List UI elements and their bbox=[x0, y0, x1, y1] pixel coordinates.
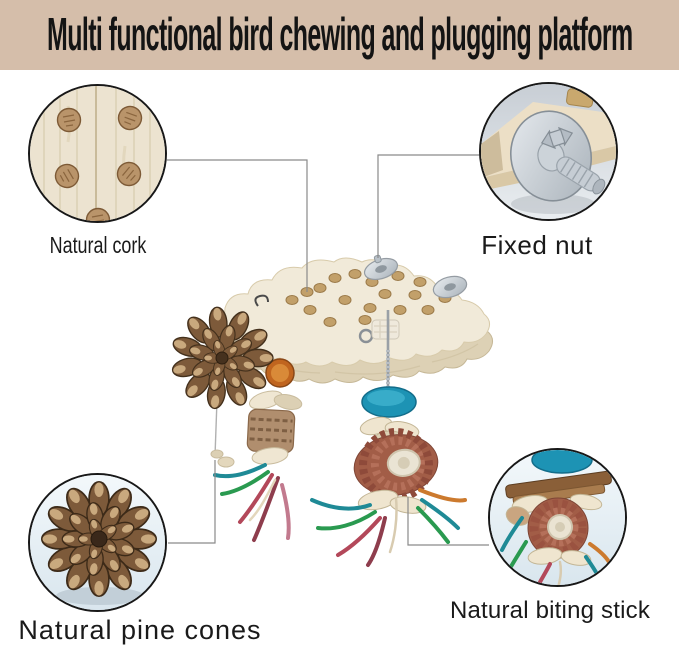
blue-wood-disc bbox=[361, 386, 417, 418]
bolt bbox=[556, 156, 606, 195]
paper-wrap bbox=[210, 447, 289, 468]
blue-disc bbox=[531, 450, 593, 474]
paper-wrap bbox=[357, 489, 427, 514]
cork-closeup-image bbox=[30, 86, 165, 221]
pine-cone bbox=[170, 305, 274, 411]
label-natural-biting-stick: Natural biting stick bbox=[449, 597, 651, 624]
wing-nut bbox=[540, 126, 574, 150]
hanging-strand-right bbox=[310, 310, 467, 567]
suction-cup-mounts bbox=[363, 254, 468, 299]
corn-cob bbox=[353, 428, 439, 502]
label-natural-pine-cones: Natural pine cones bbox=[18, 615, 262, 645]
label-natural-cork: Natural cork bbox=[49, 232, 147, 258]
colored-paper-shreds bbox=[213, 463, 291, 542]
nut-closeup-image bbox=[481, 84, 616, 219]
page-title: Multi functional bird chewing and pluggi… bbox=[46, 8, 633, 61]
callout-circle-pine-cone bbox=[28, 473, 167, 612]
product-photo bbox=[170, 254, 493, 567]
hanging-strand-left bbox=[170, 305, 303, 542]
callout-circle-fixed-nut bbox=[479, 82, 618, 221]
orange-wood-slice bbox=[265, 358, 295, 388]
metal-hook-icon bbox=[254, 294, 269, 307]
paper-wrap bbox=[249, 390, 303, 410]
corn-ring bbox=[527, 497, 589, 559]
biting-stick-closeup-image bbox=[490, 450, 625, 585]
corn-cube bbox=[246, 408, 296, 454]
callout-circle-natural-cork bbox=[28, 84, 167, 223]
pine-cone-closeup-image bbox=[30, 475, 165, 610]
hanging-ring bbox=[358, 319, 400, 344]
callout-circle-biting-stick bbox=[488, 448, 627, 587]
paper-wrap bbox=[527, 547, 592, 566]
title-banner: Multi functional bird chewing and pluggi… bbox=[0, 0, 679, 70]
label-fixed-nut: Fixed nut bbox=[481, 230, 593, 260]
